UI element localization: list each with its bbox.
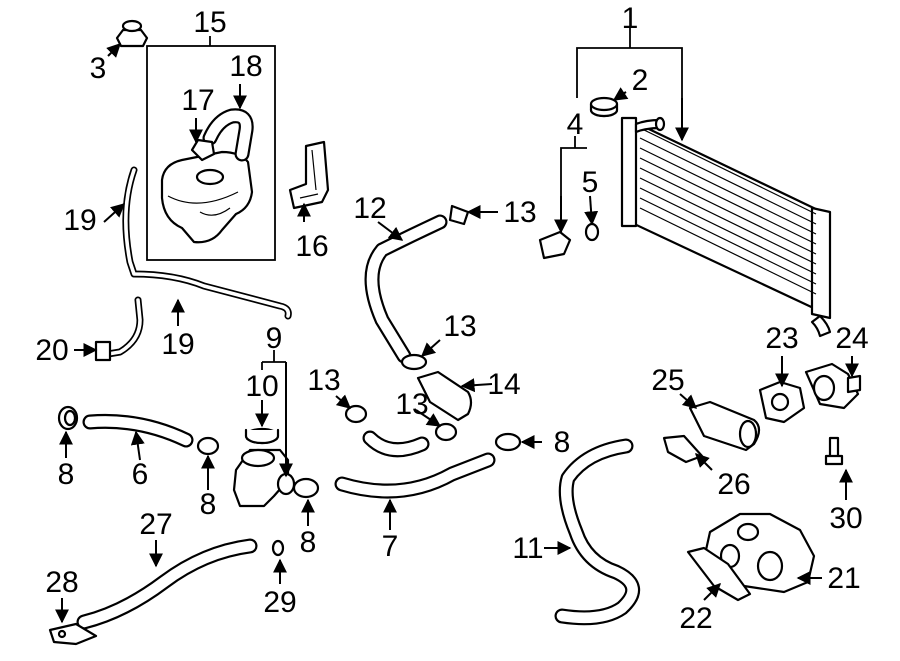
callout-8-left: 8 xyxy=(58,458,75,491)
clamp-13c xyxy=(344,404,368,424)
callout-21: 21 xyxy=(827,562,860,595)
callout-9: 9 xyxy=(266,322,283,355)
callout-26: 26 xyxy=(717,468,750,501)
coolant-outlet xyxy=(232,448,296,508)
radiator-fitting-4 xyxy=(538,230,572,260)
callout-23: 23 xyxy=(765,322,798,355)
callout-25: 25 xyxy=(651,364,684,397)
callout-8-center: 8 xyxy=(300,526,317,559)
thermostat-housing-25 xyxy=(688,400,761,452)
callout-8-right: 8 xyxy=(554,426,571,459)
callout-13-left: 13 xyxy=(307,364,340,397)
thermostat-23 xyxy=(758,380,806,424)
clamp-8c xyxy=(292,477,320,499)
overflow-hose-19 xyxy=(122,166,292,320)
temperature-sensor-30 xyxy=(824,436,844,466)
bracket-1 xyxy=(576,47,683,98)
clamp-8d xyxy=(494,432,522,452)
coolant-reservoir xyxy=(160,150,254,244)
reservoir-hose-18 xyxy=(202,108,254,162)
outlet-cap-10 xyxy=(244,427,280,445)
gasket-28 xyxy=(48,622,98,646)
callout-6: 6 xyxy=(132,458,149,491)
clamp-8a xyxy=(57,405,79,431)
connector-hose-20 xyxy=(94,296,144,362)
callout-19-bottom: 19 xyxy=(161,328,194,361)
clamp-13a xyxy=(448,204,470,226)
callout-12: 12 xyxy=(353,192,386,225)
lower-hose-11 xyxy=(554,438,640,626)
o-ring-5 xyxy=(584,222,600,242)
clamp-13b xyxy=(400,353,428,371)
radiator-cap xyxy=(589,96,619,118)
callout-16: 16 xyxy=(295,230,328,263)
bypass-hose xyxy=(362,430,430,458)
callout-13-top: 13 xyxy=(503,196,536,229)
callout-17: 17 xyxy=(181,84,214,117)
callout-10: 10 xyxy=(245,370,278,403)
callout-14: 14 xyxy=(487,368,520,401)
callout-1: 1 xyxy=(622,2,639,35)
callout-11: 11 xyxy=(512,532,543,565)
radiator xyxy=(620,116,832,338)
callout-13-middle: 13 xyxy=(443,310,476,343)
callout-labels: 1 2 3 4 5 6 7 8 8 8 8 9 10 11 12 13 13 1… xyxy=(35,2,868,635)
callout-19-left: 19 xyxy=(63,204,96,237)
callout-24: 24 xyxy=(835,322,868,355)
hose-6 xyxy=(82,413,194,448)
o-ring-29 xyxy=(271,539,285,557)
callout-4: 4 xyxy=(567,108,584,141)
callout-30: 30 xyxy=(829,502,862,535)
callout-7: 7 xyxy=(382,530,399,563)
callout-3: 3 xyxy=(90,52,107,85)
hose-7 xyxy=(334,452,496,499)
callout-29: 29 xyxy=(263,586,296,619)
leader-lines xyxy=(55,28,859,624)
clamp-13d xyxy=(434,422,458,442)
hose-27 xyxy=(76,538,258,630)
callout-27: 27 xyxy=(139,508,172,541)
reservoir-cap xyxy=(115,19,149,48)
callout-13-lower: 13 xyxy=(395,388,428,421)
clamp-8b xyxy=(196,436,220,456)
callout-8-center-left: 8 xyxy=(200,488,217,521)
callout-28: 28 xyxy=(45,566,78,599)
gasket-26 xyxy=(662,434,704,464)
callout-15: 15 xyxy=(193,6,226,39)
reservoir-bracket xyxy=(288,140,330,210)
callout-20: 20 xyxy=(35,334,68,367)
reservoir-group-box xyxy=(146,45,276,261)
callout-5: 5 xyxy=(582,166,599,199)
callout-2: 2 xyxy=(632,64,649,97)
callout-18: 18 xyxy=(229,50,262,83)
callout-22: 22 xyxy=(679,602,712,635)
upper-hose-12 xyxy=(364,214,448,364)
